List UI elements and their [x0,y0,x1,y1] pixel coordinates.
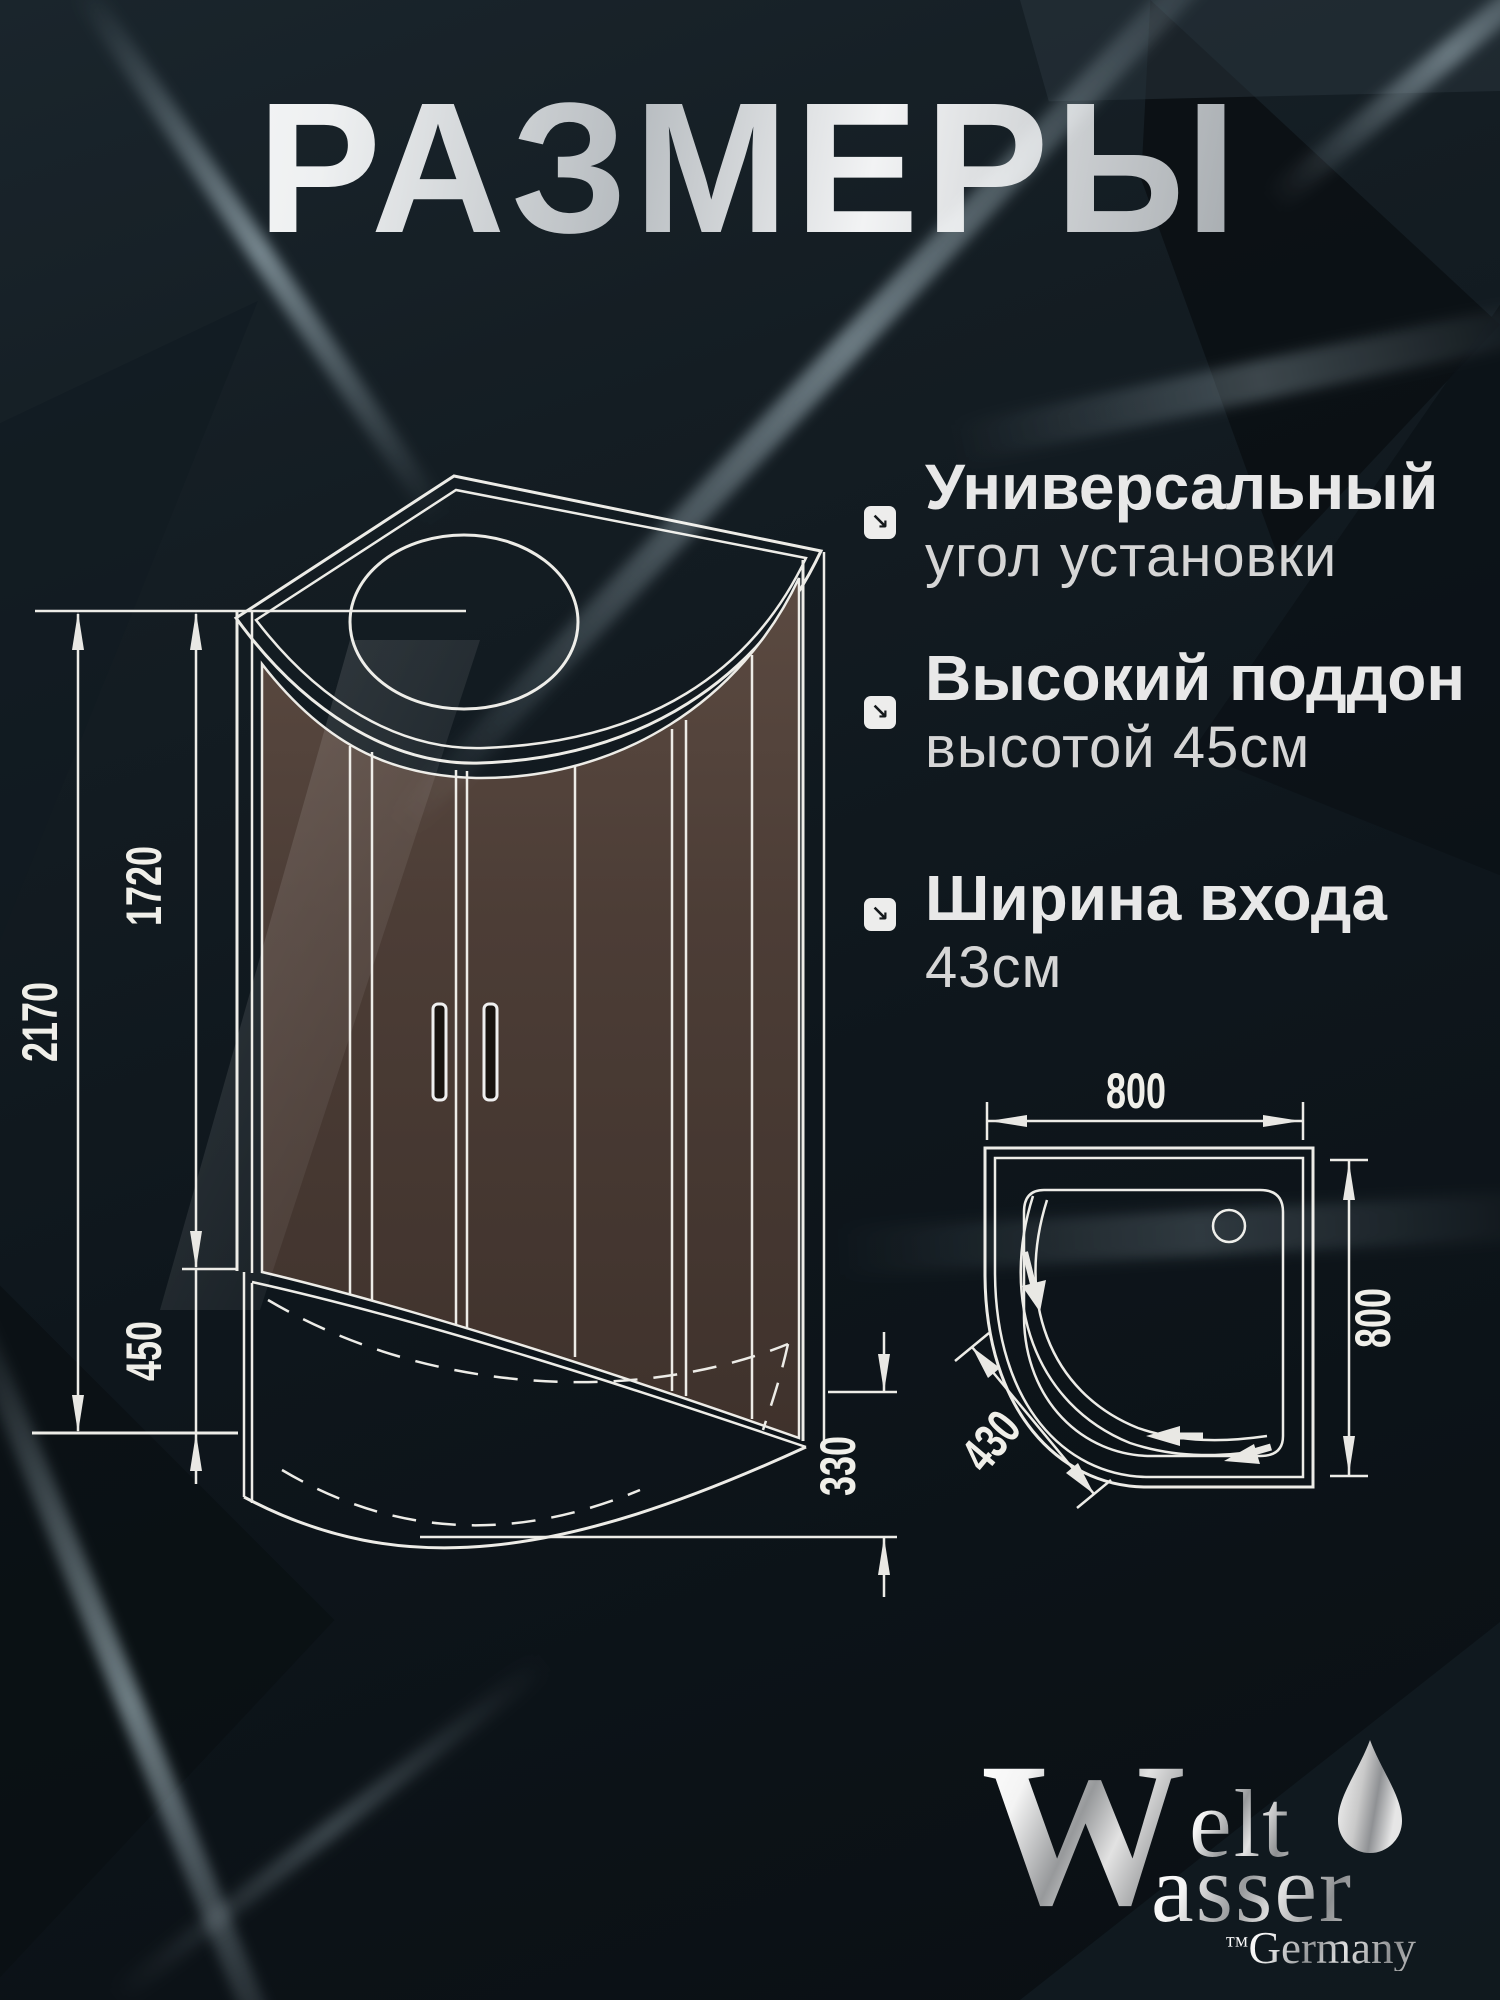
arrow-down-right-icon: ↘ [864,898,896,931]
front-view: 2170 1720 450 [13,474,897,1597]
dimension-entry-width: 430 [951,1332,1112,1509]
dimension-label: 450 [117,1321,172,1381]
feature-title: Ширина входа [925,862,1387,934]
feature-entry-width: Ширина входа 43см [925,862,1387,1001]
door-track-arc [1034,1199,1268,1442]
feature-title: Универсальный [925,451,1439,523]
feature-subtitle: высотой 45см [925,715,1311,781]
door-handle-left [431,1002,448,1102]
trademark-symbol: ™ [1225,1933,1249,1959]
arrow-down-right-icon: ↘ [864,506,896,539]
drain-circle [1211,1208,1247,1244]
water-drop-icon [1338,1740,1402,1853]
arrow-down-right-icon: ↘ [864,696,896,729]
door-track-arc [1019,1195,1272,1457]
feature-subtitle: угол установки [925,524,1338,590]
feature-subtitle: 43см [925,935,1063,1001]
dimension-label: 1720 [117,846,172,926]
feature-high-tray: Высокий поддон высотой 45см [925,642,1465,781]
roof-inner-rim [254,488,808,750]
logo-country-text: Germany [1248,1923,1416,1973]
dimension-label: 800 [1346,1288,1401,1348]
topview-inner-wall [993,1156,1305,1479]
topview-outer-wall [983,1146,1315,1489]
top-view: 800 800 430 [951,1064,1401,1509]
dimension-label: 800 [1106,1064,1166,1119]
dimension-label: 2170 [13,982,68,1062]
dimension-depth: 800 [1330,1158,1401,1478]
cabin-frame [235,552,826,1444]
logo-text-top: elt [1189,1770,1291,1877]
logo-letter-w: W [981,1721,1186,1948]
dimension-label: 330 [811,1436,866,1496]
dimension-width: 800 [985,1064,1305,1140]
logo-text-bottom: asser [1151,1835,1353,1942]
door-direction-arrows [1022,1251,1272,1464]
brand-logo: W elt asser ™Germany [975,1732,1455,1992]
logo-country: ™Germany [1225,1926,1416,1971]
dimension-overall-height: 2170 [13,612,84,1433]
roof-dome-ring [348,533,580,711]
door-handle-right [482,1002,499,1102]
glass-glare [160,640,480,1310]
dimension-tray-front: 330 [420,1332,897,1597]
feature-universal-corner: Универсальный угол установки [925,451,1439,590]
dimension-cabin-height: 1720 [117,612,202,1269]
feature-title: Высокий поддон [925,642,1465,714]
topview-tray [1022,1188,1285,1458]
